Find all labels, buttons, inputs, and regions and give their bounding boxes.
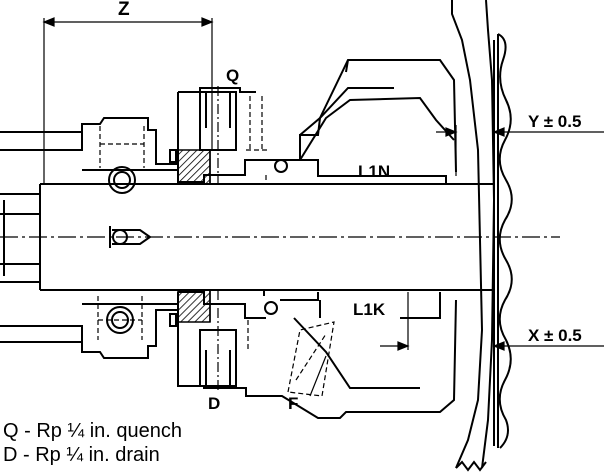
label-x-tolerance: X ± 0.5 bbox=[528, 326, 582, 345]
label-l1n: L1N bbox=[358, 162, 390, 181]
legend-quench: Q - Rp ¼ in. quench bbox=[3, 420, 182, 442]
label-f: F bbox=[288, 394, 298, 413]
collar-lower bbox=[0, 303, 178, 359]
o-rings bbox=[263, 159, 447, 319]
collar-upper bbox=[0, 117, 178, 194]
drain-port bbox=[199, 290, 237, 392]
seal-faces bbox=[177, 149, 211, 323]
dim-z bbox=[42, 17, 214, 184]
collar-upper-hidden bbox=[99, 126, 145, 168]
collar-lower-hidden bbox=[97, 296, 143, 340]
casing-wall bbox=[451, 0, 513, 472]
set-screw bbox=[109, 226, 152, 248]
quench-port bbox=[199, 86, 237, 184]
label-q: Q bbox=[226, 66, 239, 85]
dim-y bbox=[436, 125, 604, 176]
label-y-tolerance: Y ± 0.5 bbox=[528, 112, 581, 131]
internal-hidden-lines bbox=[246, 96, 335, 397]
label-l1k: L1K bbox=[353, 300, 386, 319]
label-z: Z bbox=[118, 0, 130, 20]
leader-lines bbox=[309, 355, 327, 397]
legend-drain: D - Rp ¼ in. drain bbox=[3, 444, 160, 466]
dim-x bbox=[380, 292, 604, 351]
label-d: D bbox=[208, 394, 220, 413]
